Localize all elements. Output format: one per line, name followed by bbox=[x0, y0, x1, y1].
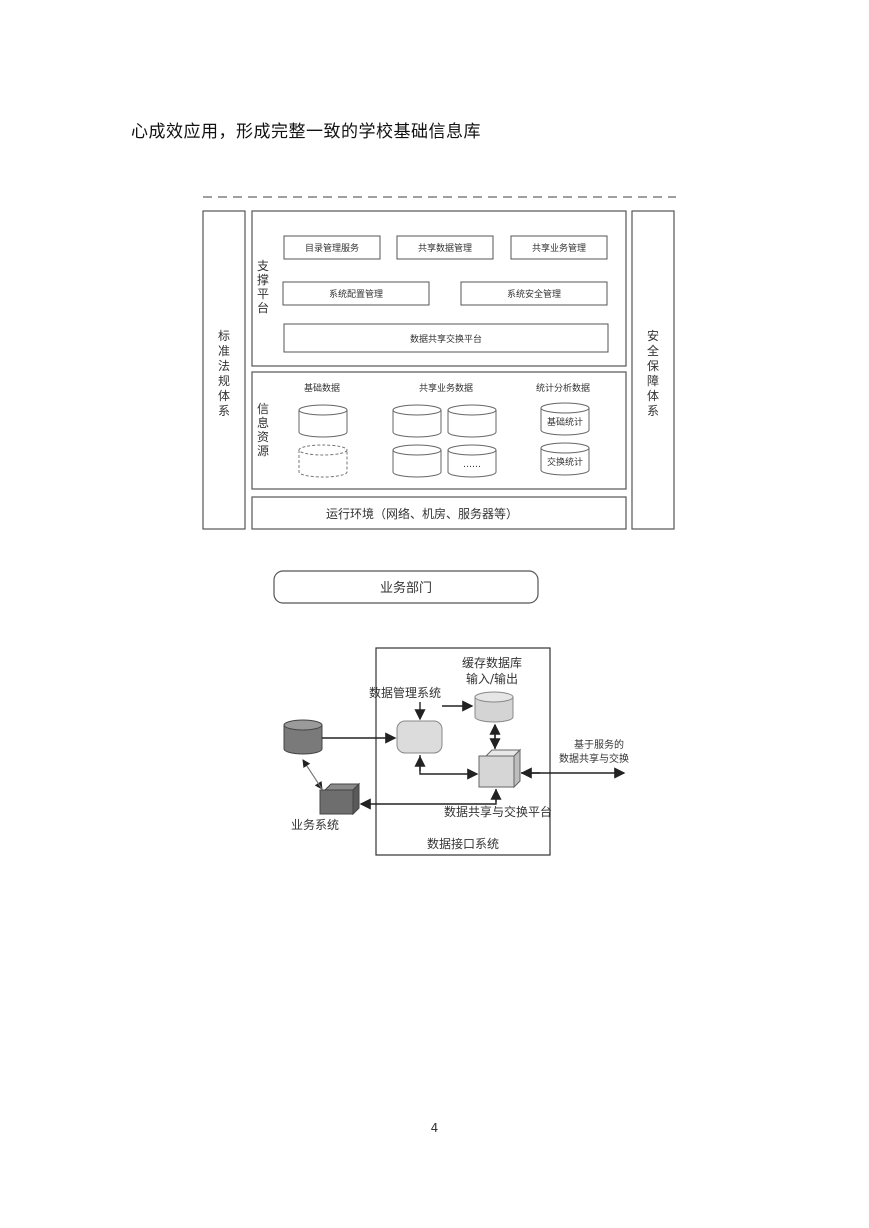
arrow-system-to-db bbox=[302, 759, 323, 790]
intro-text: 心成效应用，形成完整一致的学校基础信息库 bbox=[131, 122, 481, 142]
svg-text:平: 平 bbox=[257, 287, 269, 301]
info-resources-label: 信 息 资 源 bbox=[257, 402, 269, 458]
shared-data-box bbox=[396, 235, 494, 260]
standards-column bbox=[202, 210, 246, 530]
svg-text:源: 源 bbox=[257, 444, 269, 458]
basic-db-cylinder-1 bbox=[298, 404, 348, 438]
runtime-env-label: 运行环境（网络、机房、服务器等） bbox=[326, 506, 518, 521]
svg-text:规: 规 bbox=[218, 373, 230, 388]
business-db-cylinder bbox=[283, 719, 323, 755]
svg-text:体: 体 bbox=[647, 389, 659, 403]
svg-text:标: 标 bbox=[218, 329, 230, 343]
catalog-service-box bbox=[283, 235, 381, 260]
service-label-2: 数据共享与交换 bbox=[559, 752, 629, 765]
svg-text:障: 障 bbox=[647, 373, 659, 388]
runtime-env-box bbox=[251, 496, 627, 530]
exchange-stat-label: 交换统计 bbox=[547, 456, 583, 468]
security-column bbox=[631, 210, 675, 530]
security-mgmt-label: 系统安全管理 bbox=[507, 288, 561, 300]
svg-text:体: 体 bbox=[218, 389, 230, 403]
support-platform-label: 支 撑 平 台 bbox=[257, 259, 269, 315]
shared-business-data-title: 共享业务数据 bbox=[419, 382, 473, 394]
shared-data-label: 共享数据管理 bbox=[418, 242, 472, 254]
service-label-1: 基于服务的 bbox=[574, 738, 624, 751]
svg-text:全: 全 bbox=[647, 343, 659, 358]
stat-db-cylinder-2 bbox=[540, 442, 590, 476]
shared-business-box bbox=[510, 235, 608, 260]
basic-stat-label: 基础统计 bbox=[547, 416, 583, 428]
svg-text:台: 台 bbox=[257, 300, 269, 315]
shared-db-cylinder-1 bbox=[392, 404, 442, 438]
svg-text:准: 准 bbox=[218, 344, 230, 358]
ellipsis-label: …… bbox=[463, 460, 481, 470]
business-dept-label: 业务部门 bbox=[380, 580, 432, 596]
security-column-text: 安 全 保 障 体 系 bbox=[647, 328, 659, 418]
svg-text:息: 息 bbox=[257, 415, 269, 430]
stat-db-cylinder-1 bbox=[540, 402, 590, 436]
statistics-data-title: 统计分析数据 bbox=[536, 382, 590, 394]
business-system-label: 业务系统 bbox=[291, 817, 339, 832]
svg-text:法: 法 bbox=[218, 359, 230, 373]
basic-db-cylinder-2 bbox=[298, 444, 348, 478]
svg-text:资: 资 bbox=[257, 430, 269, 444]
page-number: 4 bbox=[430, 1121, 439, 1135]
shared-db-cylinder-2 bbox=[447, 404, 497, 438]
standards-column-text: 标 准 法 规 体 系 bbox=[218, 329, 230, 418]
basic-data-title: 基础数据 bbox=[304, 382, 340, 394]
svg-text:信: 信 bbox=[257, 402, 269, 416]
exchange-platform-label: 数据共享交换平台 bbox=[410, 333, 482, 345]
svg-text:系: 系 bbox=[218, 404, 230, 418]
data-mgmt-box bbox=[396, 720, 443, 754]
svg-text:支: 支 bbox=[257, 259, 269, 273]
interface-system-label: 数据接口系统 bbox=[427, 836, 499, 851]
cache-db-label-1: 缓存数据库 bbox=[462, 655, 522, 670]
shared-db-cylinder-4 bbox=[447, 444, 497, 478]
catalog-service-label: 目录管理服务 bbox=[305, 242, 359, 254]
exchange-cube bbox=[478, 748, 522, 789]
cache-db-cylinder bbox=[474, 691, 514, 723]
svg-text:撑: 撑 bbox=[257, 272, 269, 287]
svg-text:保: 保 bbox=[647, 359, 659, 373]
config-box bbox=[282, 281, 430, 306]
business-dept-box bbox=[273, 570, 539, 604]
exchange-platform-label-2: 数据共享与交换平台 bbox=[444, 804, 552, 819]
exchange-platform-box bbox=[283, 323, 609, 353]
cache-db-label-2: 输入/输出 bbox=[466, 671, 518, 686]
shared-business-label: 共享业务管理 bbox=[532, 242, 586, 254]
shared-db-cylinder-3 bbox=[392, 444, 442, 478]
config-label: 系统配置管理 bbox=[329, 288, 383, 300]
business-system-cube bbox=[319, 782, 361, 816]
data-mgmt-label: 数据管理系统 bbox=[369, 685, 441, 700]
security-mgmt-box bbox=[460, 281, 608, 306]
svg-text:系: 系 bbox=[647, 404, 659, 418]
svg-text:安: 安 bbox=[647, 328, 659, 343]
